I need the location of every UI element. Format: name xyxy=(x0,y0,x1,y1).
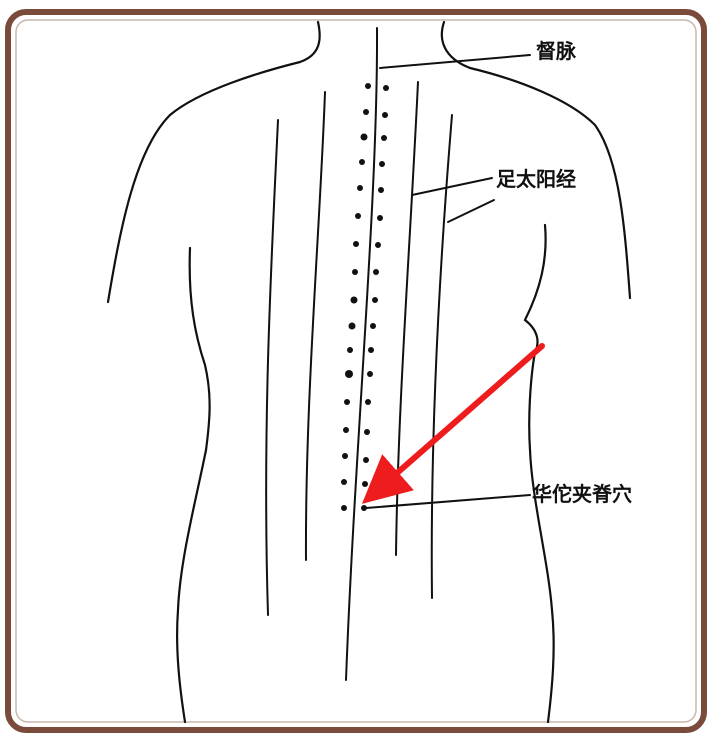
point xyxy=(375,242,381,248)
point xyxy=(377,215,383,221)
point xyxy=(373,269,379,275)
point xyxy=(344,399,350,405)
point xyxy=(365,83,371,89)
point xyxy=(378,187,384,193)
point xyxy=(341,479,347,485)
point xyxy=(361,134,368,141)
point xyxy=(353,241,359,247)
point xyxy=(359,159,365,165)
point xyxy=(370,323,376,329)
label-du-meridian: 督脉 xyxy=(536,39,577,63)
point xyxy=(349,323,356,330)
point xyxy=(382,112,388,118)
point xyxy=(342,453,348,459)
point xyxy=(341,505,347,511)
point xyxy=(372,297,378,303)
point xyxy=(379,161,385,167)
point xyxy=(352,269,358,275)
point xyxy=(381,135,387,141)
point xyxy=(347,347,353,353)
point xyxy=(368,347,374,353)
point xyxy=(351,297,358,304)
point xyxy=(362,481,368,487)
point xyxy=(367,371,373,377)
frame-border xyxy=(8,12,704,730)
label-huatuo-points: 华佗夹脊穴 xyxy=(532,482,632,506)
point xyxy=(355,213,361,219)
point xyxy=(343,427,349,433)
point xyxy=(364,429,370,435)
point xyxy=(357,185,363,191)
point xyxy=(363,457,369,463)
point xyxy=(363,109,369,115)
point xyxy=(345,370,353,378)
label-foot-taiyang: 足太阳经 xyxy=(496,167,576,191)
point xyxy=(383,85,389,91)
point xyxy=(365,399,371,405)
